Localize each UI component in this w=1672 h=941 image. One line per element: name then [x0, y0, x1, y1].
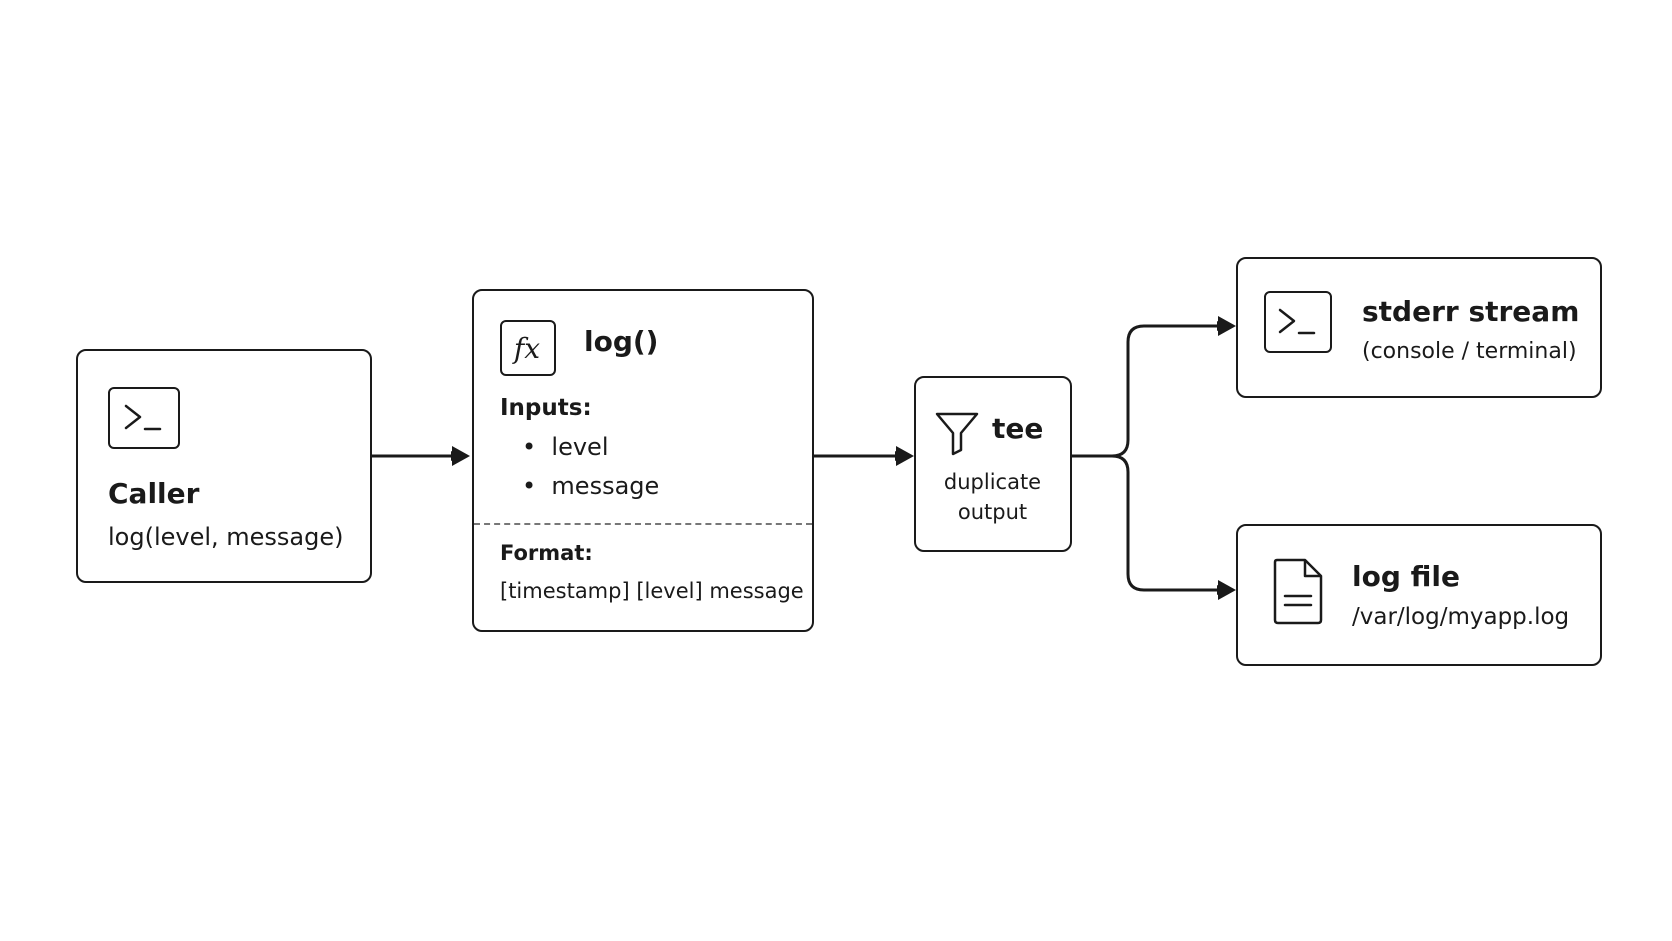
- tee-title: tee: [992, 412, 1044, 445]
- terminal-prompt-icon: [108, 387, 180, 449]
- stderr-stream-box: stderr stream (console / terminal): [1236, 257, 1602, 398]
- stderr-subtitle: (console / terminal): [1362, 339, 1577, 364]
- caller-signature: log(level, message): [108, 523, 344, 551]
- format-label: Format:: [500, 541, 593, 565]
- tee-box: tee duplicate output: [914, 376, 1072, 552]
- input-item-message: • message: [522, 472, 660, 500]
- tee-description-line1: duplicate: [943, 470, 1042, 494]
- stderr-title: stderr stream: [1362, 295, 1580, 328]
- document-icon: [1272, 558, 1324, 626]
- inputs-label: Inputs:: [500, 395, 592, 421]
- tee-description-line2: output: [957, 500, 1028, 524]
- log-file-title: log file: [1352, 560, 1460, 593]
- terminal-prompt-icon: [1264, 291, 1332, 353]
- funnel-icon: [934, 410, 980, 456]
- function-icon: fx: [500, 320, 556, 376]
- input-item-level: • level: [522, 433, 609, 461]
- log-function-box: fx log() Inputs: • level • message Forma…: [472, 289, 814, 632]
- bullet: •: [522, 472, 552, 500]
- bullet: •: [522, 433, 552, 461]
- format-value: [timestamp] [level] message: [500, 579, 804, 603]
- connector-tee-to-stderr: [1072, 321, 1227, 458]
- log-file-path: /var/log/myapp.log: [1352, 604, 1570, 630]
- log-function-title: log(): [584, 325, 659, 358]
- connector-tee-to-logfile: [1111, 454, 1227, 595]
- section-divider: [474, 523, 812, 525]
- svg-text:fx: fx: [512, 332, 540, 365]
- caller-title: Caller: [108, 477, 200, 510]
- log-file-box: log file /var/log/myapp.log: [1236, 524, 1602, 666]
- caller-box: Caller log(level, message): [76, 349, 372, 583]
